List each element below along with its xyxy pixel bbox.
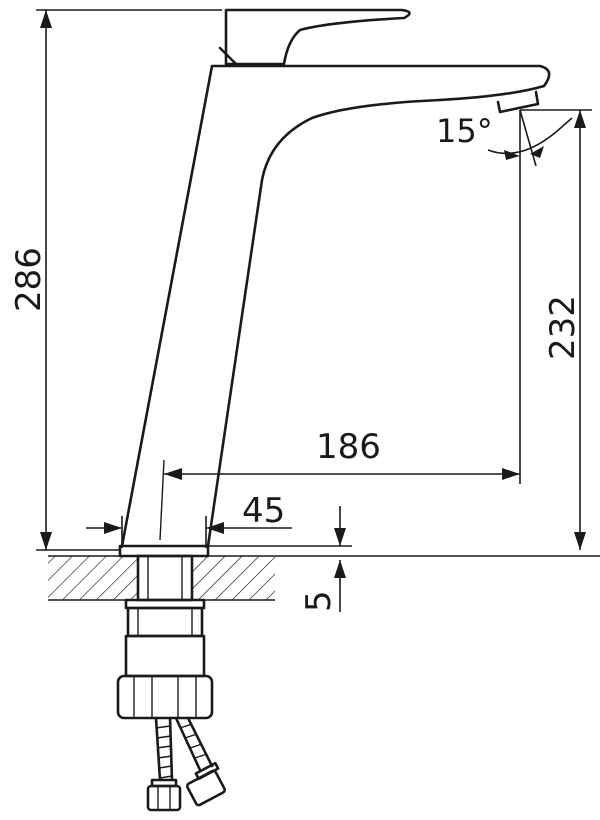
reach-label: 186 xyxy=(316,427,381,467)
dimension-outlet-height: 232 xyxy=(520,109,592,550)
deck-thickness-label: 5 xyxy=(299,590,339,612)
spout-angle-label: 15° xyxy=(436,112,493,150)
supply-hoses xyxy=(146,716,227,812)
outlet-height-label: 232 xyxy=(543,295,583,360)
dimension-total-height: 286 xyxy=(9,9,222,551)
dimension-reach: 186 xyxy=(164,110,521,484)
faucet-body xyxy=(120,8,551,548)
dimension-deck-thickness: 5 xyxy=(200,506,352,612)
mounting-assembly xyxy=(116,544,214,720)
total-height-label: 286 xyxy=(9,247,49,312)
dimension-base-diameter: 45 xyxy=(86,491,292,548)
base-diameter-label: 45 xyxy=(242,491,285,531)
dimension-spout-angle: 15° xyxy=(436,109,573,167)
